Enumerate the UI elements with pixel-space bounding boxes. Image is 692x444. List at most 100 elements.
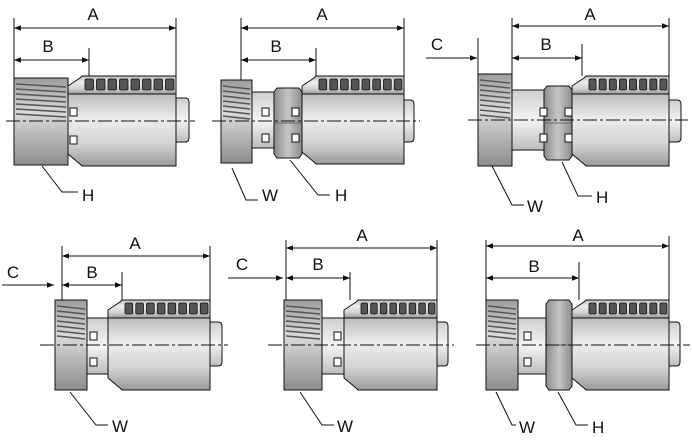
crimp-tooth: [318, 78, 328, 91]
crimp-tooth: [598, 78, 607, 91]
thread-line: [222, 110, 251, 115]
dimension-lines-1: [13, 18, 177, 193]
thread-line: [15, 83, 67, 88]
dim-label-a: A: [316, 5, 328, 24]
crimp-tooth: [598, 302, 607, 315]
port-slot: [564, 133, 573, 143]
callout-h-leader: [289, 159, 330, 196]
dim-label-b: B: [270, 37, 281, 56]
thread-line: [479, 114, 511, 119]
dim-label-c: C: [431, 35, 443, 54]
crimp-tooth: [135, 302, 144, 315]
fitting-body-3: [468, 73, 688, 167]
crimp-tooth: [124, 302, 134, 315]
hose-tail: [436, 321, 449, 367]
thread-line: [56, 310, 86, 315]
thread-line: [479, 89, 511, 94]
thread-line: [479, 79, 511, 84]
callout-h: H: [335, 186, 347, 205]
crimp-tooth: [629, 302, 638, 315]
fitting-body-6: [476, 299, 690, 391]
crimp-tooth: [350, 78, 360, 91]
callout-h: H: [82, 186, 94, 205]
thread-line: [479, 104, 511, 109]
crimp-tooth: [370, 302, 378, 315]
crimp-tooth: [399, 302, 407, 315]
crimp-tooth: [639, 302, 648, 315]
port-slot: [523, 331, 532, 341]
thread-line: [222, 95, 251, 100]
thread-line: [15, 113, 67, 118]
crimp-tooth: [372, 78, 381, 91]
dim-label-b: B: [528, 257, 539, 276]
thread-line: [487, 320, 517, 325]
callout-h: H: [592, 418, 604, 437]
thread-line: [285, 330, 321, 335]
callout-w-leader: [69, 391, 108, 426]
callout-w: W: [527, 197, 543, 216]
thread-line: [222, 85, 251, 90]
crimp-tooth: [588, 78, 597, 91]
figure-2: A B W H: [212, 5, 420, 205]
thread-line: [285, 315, 321, 320]
neck: [517, 317, 547, 375]
crimp-tooth: [178, 302, 187, 315]
port-slot: [333, 357, 342, 367]
dim-label-a: A: [584, 5, 596, 24]
figure-1: A B H: [6, 5, 195, 205]
crimp-tooth: [84, 78, 94, 91]
fitting-body-2: [212, 75, 420, 165]
port-slot: [261, 133, 270, 143]
ferrule-body: [571, 317, 670, 391]
crimp-tooth: [588, 302, 597, 315]
port-slot: [539, 133, 548, 143]
crimp-tooth: [156, 302, 166, 315]
crimp-tooth: [393, 78, 403, 91]
crimp-tooth: [153, 78, 163, 91]
hose-tail: [668, 99, 682, 143]
figure-3: A B C W H: [426, 5, 688, 216]
hose-tail: [209, 321, 223, 367]
crimp-tooth: [96, 78, 106, 91]
callout-w: W: [112, 417, 128, 436]
thread-line: [285, 320, 321, 325]
crimp-tooth: [189, 302, 198, 315]
dim-label-c: C: [7, 263, 19, 282]
port-slot: [539, 107, 548, 117]
thread-line: [15, 88, 67, 93]
thread-line: [56, 330, 86, 335]
fitting-body-4: [40, 299, 228, 391]
crimp-tooth: [329, 78, 338, 91]
port-slot: [291, 133, 300, 143]
crimp-tooth: [107, 78, 117, 91]
dim-label-a: A: [129, 234, 141, 253]
thread-line: [222, 100, 251, 105]
crimp-tooth: [119, 78, 129, 91]
callout-h-leader: [561, 161, 592, 197]
dim-label-a: A: [87, 5, 99, 24]
callout-w: W: [519, 418, 535, 437]
port-slot: [564, 107, 573, 117]
crimp-tooth: [165, 78, 175, 91]
dim-label-b: B: [42, 37, 53, 56]
thread-line: [487, 305, 517, 310]
thread-line: [15, 93, 67, 98]
thread-line: [222, 90, 251, 95]
port-slot: [333, 331, 342, 341]
port-slot: [89, 331, 98, 341]
thread-line: [479, 94, 511, 99]
crimp-tooth: [608, 302, 617, 315]
crimp-tooth: [649, 78, 658, 91]
thread-line: [285, 325, 321, 330]
port-slot: [291, 107, 300, 117]
figure-5: A B C W: [228, 226, 454, 436]
crimp-tooth: [167, 302, 177, 315]
thread-line: [487, 310, 517, 315]
crimp-tooth: [146, 302, 155, 315]
thread-line: [285, 305, 321, 310]
callout-w: W: [262, 186, 278, 205]
thread-line: [285, 335, 321, 340]
thread-line: [479, 109, 511, 114]
dimension-lines-6: [485, 236, 670, 426]
